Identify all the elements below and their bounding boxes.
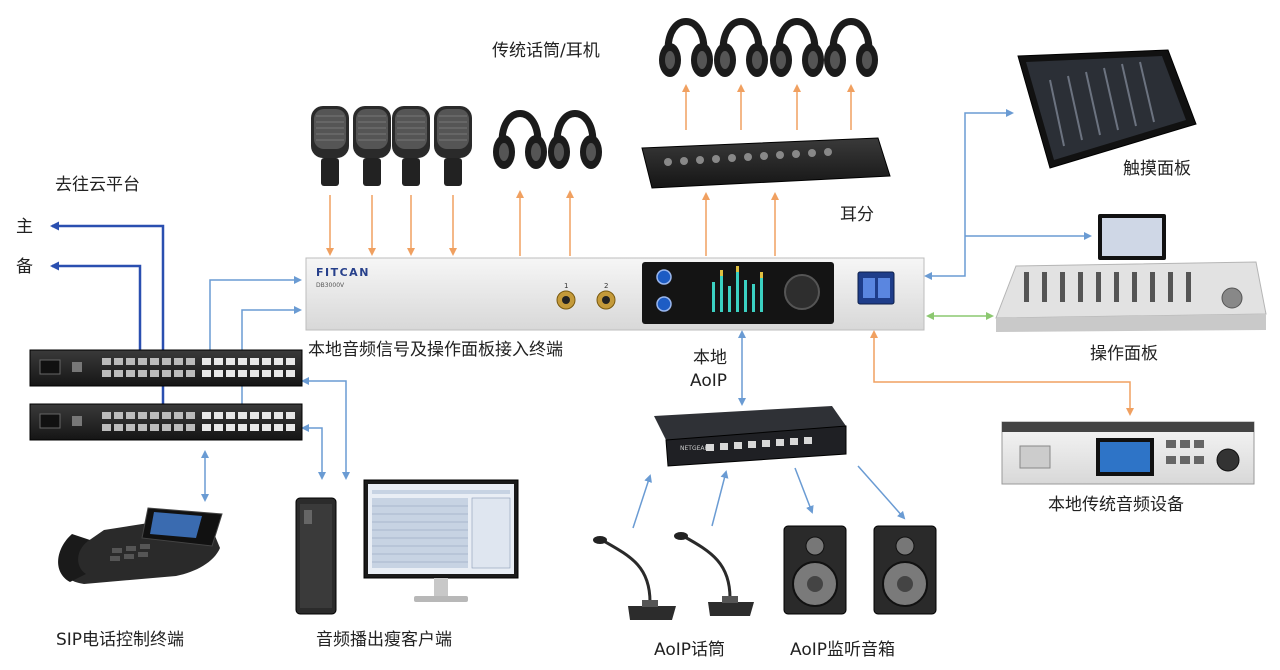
gain-knob-1	[656, 269, 672, 285]
thin-client-device	[295, 479, 519, 615]
level-meters	[712, 266, 763, 312]
headphones-icon	[493, 114, 547, 170]
cloud-platform-label: 去往云平台	[55, 175, 140, 195]
switch-brand-label: NETGEAR	[680, 445, 709, 452]
local-aoip-label-line1: 本地	[693, 348, 727, 368]
terminal-legacy-link	[870, 330, 1134, 416]
headphone-splitter-label: 耳分	[840, 205, 874, 225]
gain-knob-2	[656, 296, 672, 312]
local-aoip-label-line2: AoIP	[690, 371, 727, 391]
main-volume-knob	[784, 274, 820, 310]
microphone-icon	[433, 105, 473, 187]
gooseneck-microphone-icon	[674, 532, 754, 616]
microphone-icon	[391, 105, 431, 187]
connection-lines	[50, 84, 1134, 529]
switch1-terminal-link	[209, 276, 302, 378]
headphones-icon	[659, 22, 713, 78]
terminal-touch-panel-link	[924, 109, 1014, 280]
legacy-audio-device	[1001, 421, 1255, 485]
mics-headphones-label: 传统话筒/耳机	[492, 41, 600, 61]
touch-panel-label: 触摸面板	[1123, 159, 1191, 179]
aoip-switch-device: NETGEAR	[654, 406, 847, 467]
headphones-icon	[770, 22, 824, 78]
touch-panel-device	[1017, 49, 1197, 169]
aoip-monitor-label: AoIP监听音箱	[790, 640, 895, 660]
thin-client-label: 音频播出瘦客户端	[316, 630, 452, 650]
microphones	[310, 105, 473, 187]
speaker-icon	[873, 525, 937, 615]
network-switch-1	[29, 349, 303, 387]
aoip-mic-label: AoIP话筒	[654, 640, 725, 660]
terminal-label: 本地音频信号及操作面板接入终端	[308, 340, 563, 360]
control-surface-label: 操作面板	[1090, 344, 1158, 364]
network-switch-2	[29, 403, 303, 441]
microphone-icon	[310, 105, 350, 187]
aoip-microphones	[593, 532, 754, 620]
backup-label: 备	[16, 257, 33, 277]
speaker-icon	[783, 525, 847, 615]
gooseneck-microphone-icon	[593, 536, 676, 620]
headphones-icon	[824, 22, 878, 78]
cloud-main-link	[50, 221, 165, 430]
switch-client-link-1	[301, 377, 350, 480]
brand-label: FITCAN	[316, 266, 370, 279]
channel-2-label: 2	[604, 282, 608, 290]
sip-phone-device	[58, 507, 223, 584]
model-label: DB3000V	[316, 282, 345, 289]
headphones-icon	[548, 114, 602, 170]
control-surface-device	[995, 214, 1267, 332]
audio-terminal-device: FITCAN DB3000V 1 2	[305, 257, 925, 331]
sip-terminal-label: SIP电话控制终端	[56, 630, 184, 650]
switch-client-link-2	[301, 424, 326, 480]
aoip-speakers	[783, 525, 937, 615]
channel-1-label: 1	[564, 282, 568, 290]
text-labels: 去往云平台 主 备 传统话筒/耳机 耳分 触摸面板 操作面板 本地音频信号及操作…	[16, 41, 1191, 660]
legacy-devices-label: 本地传统音频设备	[1048, 495, 1184, 515]
headphones-icon	[714, 22, 768, 78]
microphone-icon	[352, 105, 392, 187]
main-label: 主	[16, 217, 33, 237]
headphone-splitter-device	[641, 137, 891, 189]
cloud-backup-link	[50, 261, 142, 370]
